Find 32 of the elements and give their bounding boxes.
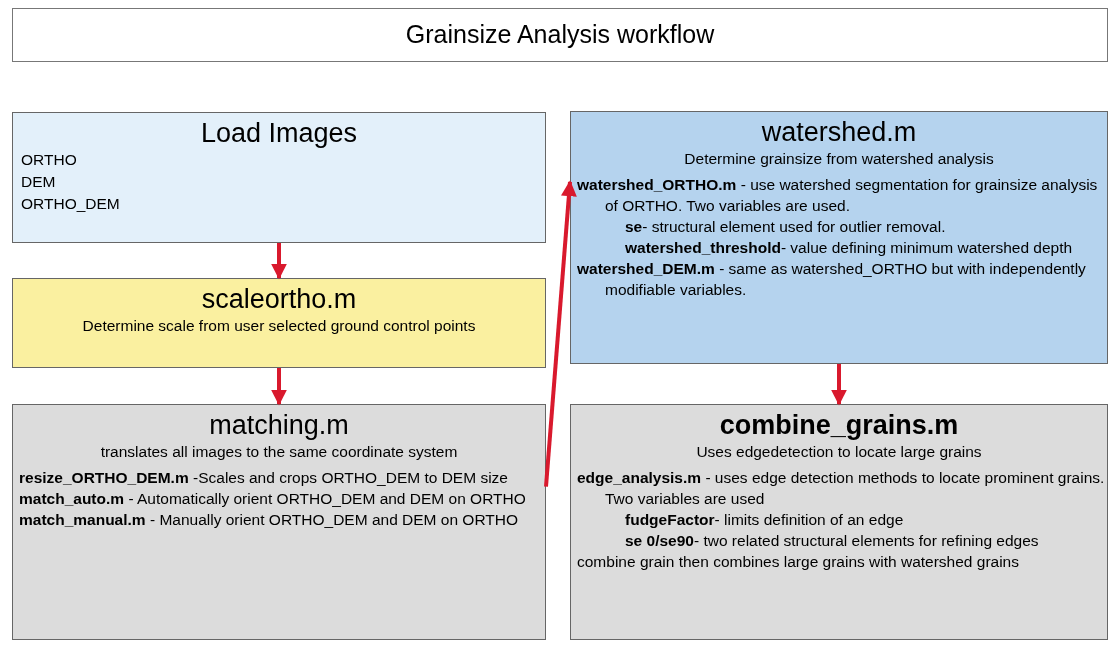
description-text: se- structural element used for outlier removal.	[624, 217, 947, 237]
process-box	[570, 404, 1108, 640]
process-box	[12, 404, 546, 640]
box-subtitle: translates all images to the same coordinate system	[99, 442, 459, 462]
process-box	[12, 278, 546, 368]
description-text: watershed_ORTHO.m - use watershed segmentation for grainsize analysis of ORTHO. Two variables are used.	[576, 175, 1099, 216]
description-text: watershed_DEM.m - same as watershed_ORTHO but with independently modifiable variables.	[576, 259, 1087, 300]
box-heading: scaleortho.m	[200, 283, 358, 315]
description-text: fudgeFactor- limits definition of an edge	[624, 510, 905, 530]
box-subtitle: Determine scale from user selected ground control points	[81, 316, 477, 336]
description-text: resize_ORTHO_DEM.m -Scales and crops ORTHO_DEM to DEM size	[18, 468, 509, 488]
box-subtitle: Determine grainsize from watershed analysis	[683, 149, 995, 169]
list-item: ORTHO_DEM	[20, 194, 121, 214]
box-heading: Load Images	[199, 117, 359, 149]
description-text: match_auto.m - Automatically orient ORTHO_DEM and DEM on ORTHO	[18, 489, 527, 509]
box-heading: watershed.m	[760, 116, 918, 148]
description-text: se 0/se90- two related structural elements for refining edges	[624, 531, 1040, 551]
arrow	[271, 243, 287, 280]
arrow	[544, 180, 577, 487]
list-item: ORTHO	[20, 150, 78, 170]
box-heading: combine_grains.m	[718, 409, 960, 441]
box-subtitle: Uses edgedetection to locate large grains	[695, 442, 983, 462]
box-heading: matching.m	[208, 409, 350, 441]
description-text: combine grain then combines large grains with watershed grains	[576, 552, 1020, 572]
arrow	[831, 364, 847, 406]
arrow	[271, 368, 287, 406]
process-box	[570, 111, 1108, 364]
description-text: watershed_threshold- value defining minimum watershed depth	[624, 238, 1074, 258]
process-box	[12, 112, 546, 243]
list-item: DEM	[20, 172, 57, 192]
description-text: match_manual.m - Manually orient ORTHO_DEM and DEM on ORTHO	[18, 510, 520, 530]
title-box: Grainsize Analysis workflow	[12, 8, 1108, 62]
